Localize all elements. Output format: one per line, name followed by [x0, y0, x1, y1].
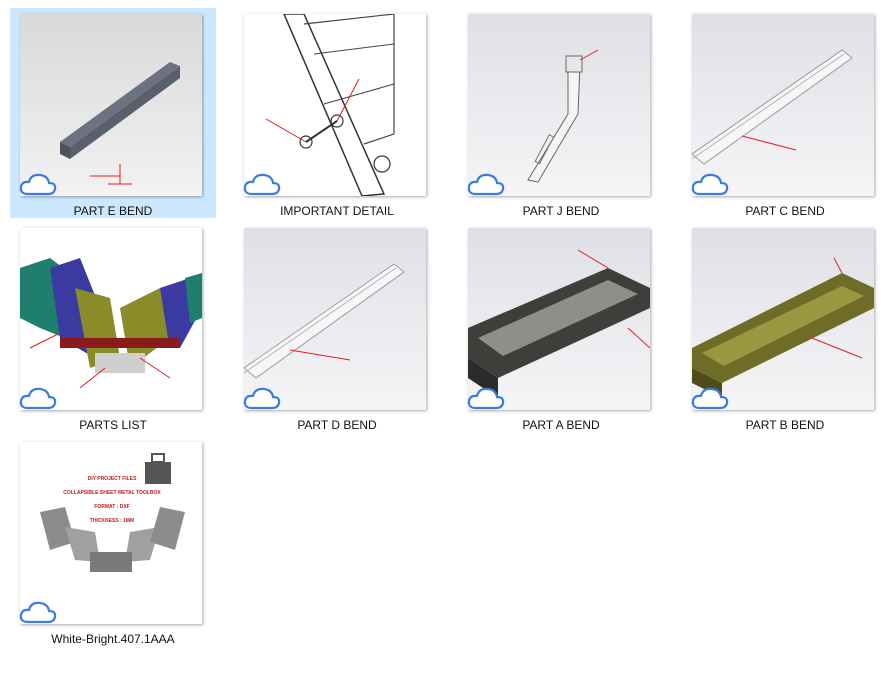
parts-list-preview [20, 258, 202, 389]
file-name: PART D BEND [297, 418, 377, 432]
file-tile-parts-list[interactable]: PARTS LIST [10, 222, 216, 432]
cloud-icon [467, 173, 505, 196]
important-detail-preview [265, 14, 395, 196]
cloud-icon [19, 173, 57, 196]
file-tile-white-bright[interactable]: DIY PROJECT FILES COLLAPSIBLE SHEET META… [10, 436, 216, 646]
file-tile-part-c-bend[interactable]: PART C BEND [682, 8, 888, 218]
file-name: PART E BEND [73, 204, 153, 218]
cloud-icon [467, 387, 505, 410]
file-tile-part-b-bend[interactable]: PART B BEND [682, 222, 888, 432]
file-name: PART C BEND [745, 204, 825, 218]
thumbnail [20, 14, 202, 196]
file-name: IMPORTANT DETAIL [280, 204, 394, 218]
poster-line-1: DIY PROJECT FILES [88, 476, 137, 482]
thumbnail [468, 14, 650, 196]
poster-line-2: COLLAPSIBLE SHEET METAL TOOLBOX [63, 490, 161, 496]
cloud-icon [243, 387, 281, 410]
cloud-icon [243, 173, 281, 196]
poster-line-3: FORMAT : DXF [94, 504, 129, 510]
cloud-icon [19, 387, 57, 410]
part-e-bend-preview [60, 62, 180, 185]
file-tile-part-a-bend[interactable]: PART A BEND [458, 222, 664, 432]
file-name: PART J BEND [522, 204, 600, 218]
part-j-bend-preview [527, 49, 599, 183]
part-c-bend-preview [692, 49, 853, 165]
part-a-bend-preview [468, 249, 650, 398]
file-tile-part-j-bend[interactable]: PART J BEND [458, 8, 664, 218]
poster-line-4: THICKNESS : 1MM [90, 518, 134, 524]
thumbnail [20, 228, 202, 410]
thumbnail [244, 228, 426, 410]
file-name: PARTS LIST [79, 418, 147, 432]
thumbnail: DIY PROJECT FILES COLLAPSIBLE SHEET META… [20, 442, 202, 624]
part-b-bend-preview [692, 257, 874, 398]
file-tile-part-e-bend[interactable]: PART E BEND [10, 8, 216, 218]
file-name: PART A BEND [522, 418, 600, 432]
cloud-icon [691, 387, 729, 410]
thumbnail [468, 228, 650, 410]
thumbnail [244, 14, 426, 196]
file-name: White-Bright.407.1AAA [51, 632, 175, 646]
file-name: PART B BEND [745, 418, 825, 432]
cloud-icon [691, 173, 729, 196]
file-tile-part-d-bend[interactable]: PART D BEND [234, 222, 440, 432]
thumbnail [692, 228, 874, 410]
cloud-icon [19, 601, 57, 624]
thumbnail [692, 14, 874, 196]
file-tile-important-detail[interactable]: IMPORTANT DETAIL [234, 8, 440, 218]
toolbox-poster-preview: DIY PROJECT FILES COLLAPSIBLE SHEET META… [40, 453, 185, 572]
part-d-bend-preview [244, 263, 405, 379]
